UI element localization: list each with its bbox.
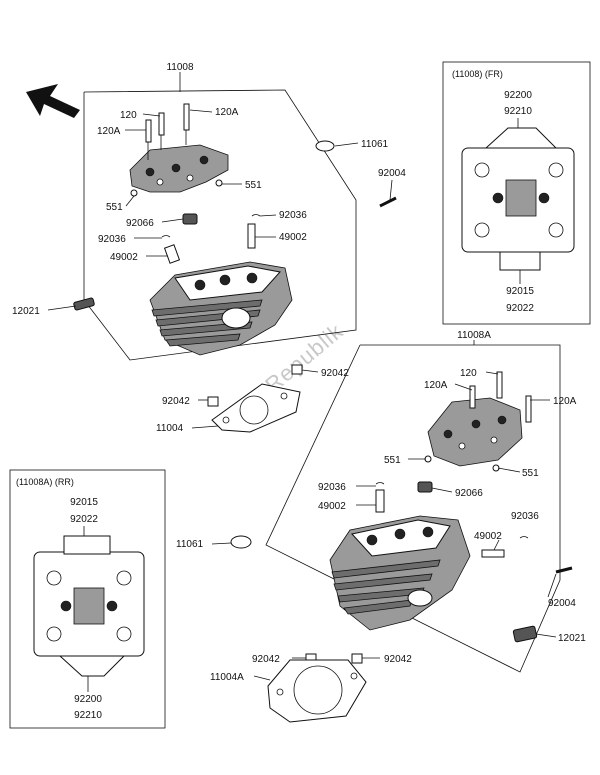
dowel-92042-right-rear[interactable] <box>351 653 363 664</box>
inset-front-bottom-1: 92015 <box>506 286 534 297</box>
label-front-12021: 12021 <box>12 306 40 317</box>
front-head-group <box>73 72 397 433</box>
label-front-92042-right: 92042 <box>321 368 349 379</box>
guide-49002-left-front[interactable] <box>163 244 181 264</box>
label-rear-92036-right: 92036 <box>511 511 539 522</box>
cylinder-head-front[interactable] <box>149 261 293 356</box>
guide-49002-right-front[interactable] <box>247 223 256 249</box>
clip-92036-right-rear[interactable] <box>519 536 529 539</box>
guide-49002-left-rear[interactable] <box>375 489 385 513</box>
label-rear-92066: 92066 <box>455 488 483 499</box>
inset-rear-bottom-1: 92200 <box>74 694 102 705</box>
inset-rear-bottom-2: 92210 <box>74 710 102 721</box>
gasket-11004-front[interactable] <box>211 383 301 433</box>
plug-12021-rear[interactable] <box>512 625 538 643</box>
clip-92036-left-front[interactable] <box>161 235 171 238</box>
pin-551-left-front[interactable] <box>130 189 138 197</box>
seal-92066-rear[interactable] <box>417 481 433 493</box>
inset-front-title: (11008) (FR) <box>452 69 503 79</box>
label-front-11061: 11061 <box>361 139 389 150</box>
label-rear-12021: 12021 <box>558 633 586 644</box>
label-front-120: 120 <box>120 110 137 121</box>
label-rear-group: 11008A <box>457 330 491 341</box>
inset-front-top-2: 92210 <box>504 106 532 117</box>
cylinder-head-rear[interactable] <box>329 515 471 631</box>
label-rear-92004: 92004 <box>548 598 576 609</box>
stud-92004-rear[interactable] <box>555 566 573 574</box>
label-rear-120a-right: 120A <box>553 396 577 407</box>
label-rear-11061: 11061 <box>176 539 204 550</box>
labels: 11008 120 120A 120A 11061 551 551 92004 … <box>12 62 586 721</box>
pin-551-right-front[interactable] <box>215 179 223 187</box>
bolt-120-front[interactable] <box>158 112 165 150</box>
cam-holder-front[interactable] <box>129 144 229 193</box>
label-rear-120: 120 <box>460 368 477 379</box>
label-front-49002-left: 49002 <box>110 252 138 263</box>
label-front-92036-left: 92036 <box>98 234 126 245</box>
label-front-92066: 92066 <box>126 218 154 229</box>
inset-front-bottom-2: 92022 <box>506 303 534 314</box>
clip-92036-left-rear[interactable] <box>375 482 385 485</box>
cam-holder-rear[interactable] <box>427 397 523 467</box>
gasket-11061-front[interactable] <box>315 140 335 152</box>
leader-lines <box>47 109 557 681</box>
bolt-120a-left-rear[interactable] <box>469 385 476 409</box>
rear-head-group <box>230 340 573 723</box>
inset-rear-top-1: 92015 <box>70 497 98 508</box>
label-front-120a-left: 120A <box>97 126 121 137</box>
gasket-11004a-rear[interactable] <box>267 659 367 723</box>
guide-49002-right-rear[interactable] <box>481 549 505 558</box>
label-rear-92042-left: 92042 <box>252 654 280 665</box>
label-front-551-right: 551 <box>245 180 262 191</box>
inset-rear-title: (11008A) (RR) <box>16 477 74 487</box>
label-front-551-left: 551 <box>106 202 123 213</box>
plug-12021-front[interactable] <box>73 297 95 311</box>
label-rear-120a-left: 120A <box>424 380 448 391</box>
label-front-92042-left: 92042 <box>162 396 190 407</box>
inset-front-top-1: 92200 <box>504 90 532 101</box>
dowel-92042-right-front[interactable] <box>291 364 303 375</box>
label-rear-11004a: 11004A <box>210 672 244 683</box>
label-rear-551-left: 551 <box>384 455 401 466</box>
stud-92004-front[interactable] <box>379 196 397 208</box>
label-front-92004: 92004 <box>378 168 406 179</box>
inset-front <box>442 61 591 325</box>
arrow-up-left-icon <box>26 84 80 118</box>
bolt-120a-right-front[interactable] <box>183 103 190 145</box>
label-front-11004: 11004 <box>156 423 184 434</box>
label-front-92036-right: 92036 <box>279 210 307 221</box>
label-front-49002-right: 49002 <box>279 232 307 243</box>
bolt-120-rear[interactable] <box>496 371 503 399</box>
clip-92036-right-front[interactable] <box>251 214 261 217</box>
gasket-11061-rear[interactable] <box>230 535 252 549</box>
label-rear-92036-left: 92036 <box>318 482 346 493</box>
label-front-120a-right: 120A <box>215 107 239 118</box>
label-rear-551-right: 551 <box>522 468 539 479</box>
seal-92066-front[interactable] <box>182 213 198 225</box>
label-rear-49002-right: 49002 <box>474 531 502 542</box>
inset-rear <box>9 469 166 729</box>
inset-rear-top-2: 92022 <box>70 514 98 525</box>
bolt-120a-left-front[interactable] <box>145 119 152 160</box>
label-front-group: 11008 <box>166 62 194 73</box>
dowel-92042-left-front[interactable] <box>207 396 219 407</box>
label-rear-92042-right: 92042 <box>384 654 412 665</box>
label-rear-49002-left: 49002 <box>318 501 346 512</box>
bolt-120a-right-rear[interactable] <box>525 395 532 423</box>
